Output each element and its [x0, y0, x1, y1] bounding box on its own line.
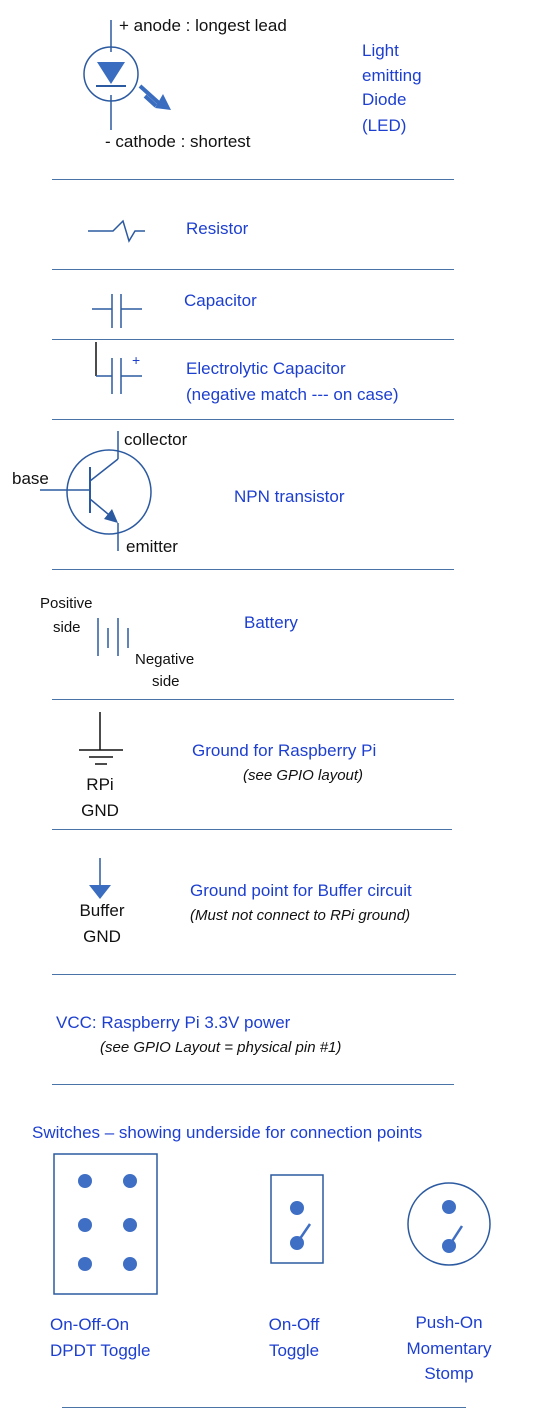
resistor-symbol [88, 219, 145, 243]
vcc-label: VCC: Raspberry Pi 3.3V power [56, 1013, 291, 1032]
led-title-line3: Diode [362, 90, 407, 109]
transistor-collector-label: collector [124, 430, 188, 449]
separator [52, 1084, 454, 1085]
buffer-ground-note: (Must not connect to RPi ground) [190, 907, 411, 924]
capacitor-label: Capacitor [184, 291, 257, 310]
resistor-label: Resistor [186, 219, 249, 238]
rpi-ground-note: (see GPIO layout) [243, 767, 364, 784]
battery-label: Battery [244, 613, 298, 632]
pushon-label-line3: Stomp [424, 1364, 474, 1383]
electrolytic-plus-sign: + [132, 352, 141, 368]
pushon-label-line1: Push-On [415, 1313, 483, 1332]
battery-negative-label-line2: side [152, 673, 180, 690]
onoff-label-line1: On-Off [268, 1315, 320, 1334]
dpdt-label-line1: On-Off-On [50, 1315, 130, 1334]
on-off-toggle-switch-symbol [270, 1174, 324, 1264]
transistor-label: NPN transistor [234, 487, 345, 506]
buffer-ground-symbol [89, 858, 111, 899]
capacitor-symbol [92, 294, 142, 328]
led-title-line2: emitting [362, 66, 422, 85]
transistor-emitter-label: emitter [126, 537, 178, 556]
electrolytic-label-line2: (negative match --- on case) [186, 385, 399, 404]
electrolytic-label-line1: Electrolytic Capacitor [186, 359, 346, 378]
npn-transistor-symbol [40, 431, 152, 551]
led-symbol [83, 20, 171, 130]
led-cathode-label: - cathode : shortest [105, 132, 251, 151]
switches-heading: Switches – showing underside for connect… [32, 1123, 423, 1142]
separator [52, 829, 452, 830]
push-on-momentary-switch-symbol [407, 1182, 491, 1266]
separator [62, 1407, 466, 1408]
buffer-ground-label: Ground point for Buffer circuit [190, 881, 412, 900]
pushon-label-line2: Momentary [406, 1339, 492, 1358]
rpi-ground-symbol [79, 712, 123, 765]
onoff-label-line2: Toggle [268, 1341, 320, 1360]
buffer-ground-sym-line1: Buffer [79, 901, 125, 920]
led-title-line4: (LED) [362, 116, 407, 135]
separator [52, 699, 454, 700]
dpdt-toggle-switch-symbol [53, 1153, 158, 1295]
battery-symbol [97, 618, 129, 656]
dpdt-label-line2: DPDT Toggle [50, 1341, 151, 1360]
battery-positive-label-line2: side [53, 619, 81, 636]
separator [52, 569, 454, 570]
separator [52, 339, 454, 340]
led-anode-label: + anode : longest lead [119, 16, 287, 35]
battery-negative-label-line1: Negative [135, 651, 195, 668]
battery-positive-label-line1: Positive [40, 595, 93, 612]
separator [52, 419, 454, 420]
led-title-line1: Light [362, 41, 399, 60]
separator [52, 269, 454, 270]
buffer-ground-sym-line2: GND [83, 927, 121, 946]
rpi-ground-sym-line2: GND [81, 801, 119, 820]
electrolytic-capacitor-symbol [95, 342, 142, 394]
transistor-base-label: base [12, 469, 49, 488]
separator [52, 179, 454, 180]
separator [52, 974, 456, 975]
vcc-note: (see GPIO Layout = physical pin #1) [100, 1039, 342, 1056]
rpi-ground-label: Ground for Raspberry Pi [192, 741, 377, 760]
rpi-ground-sym-line1: RPi [86, 775, 114, 794]
